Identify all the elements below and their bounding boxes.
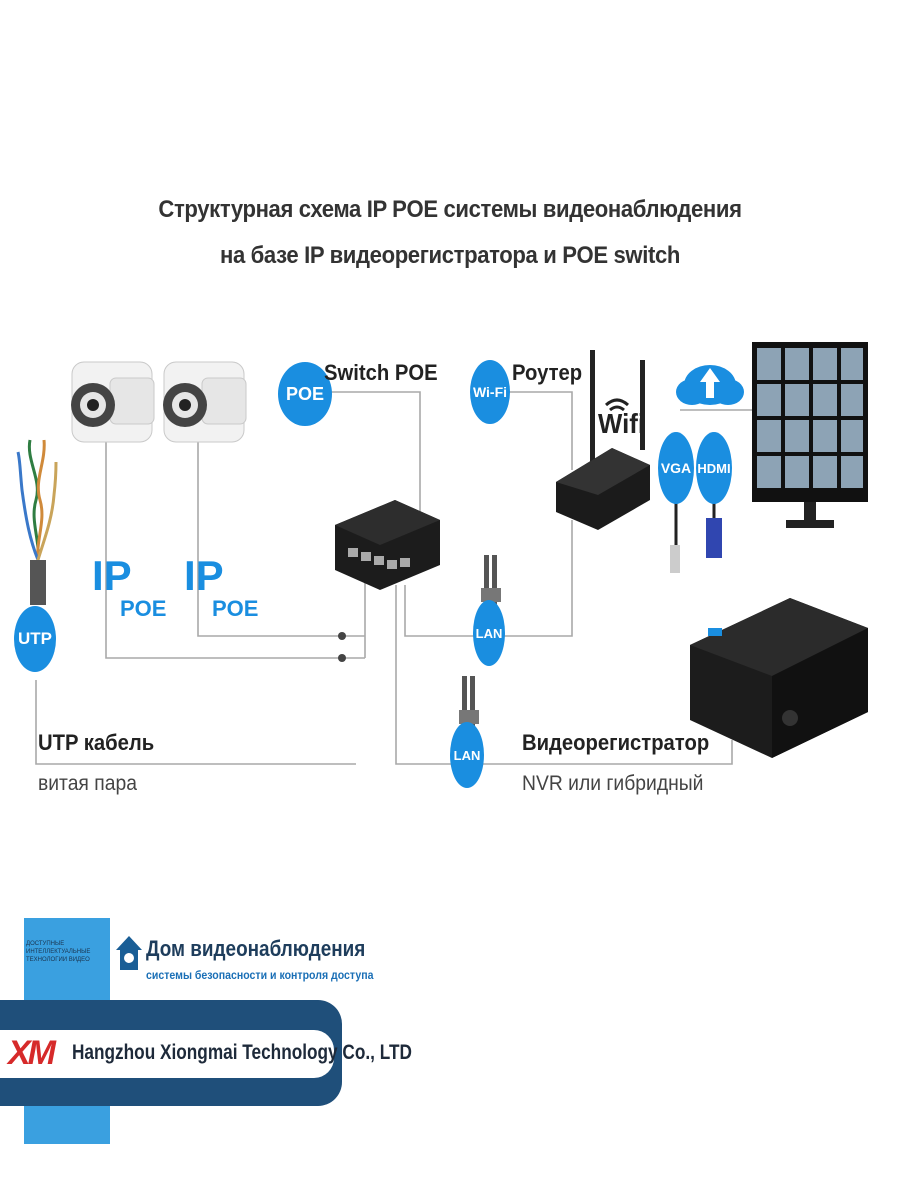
brand-dom-subtitle: системы безопасности и контроля доступа [146, 968, 374, 982]
diagram-title-line2: на базе IP видеорегистратора и POE switc… [220, 242, 680, 269]
lan-connector-1 [481, 555, 501, 605]
utp-subtitle: витая пара [38, 772, 137, 795]
ip-poe-sub-1: POE [120, 596, 167, 621]
brand-dom-title: Дом видеонаблюдения [146, 936, 366, 961]
wire-camera1 [105, 440, 365, 659]
brand-banner-inner [0, 1030, 334, 1078]
brand-small-text: ДОСТУПНЫЕ ИНТЕЛЛЕКТУАЛЬНЫЕ ТЕХНОЛОГИИ ВИ… [26, 941, 91, 963]
router-label: Роутер [512, 360, 583, 385]
camera-2-drawing [163, 361, 247, 443]
ip-label-2: IP [184, 552, 224, 599]
junction-dot [338, 654, 346, 662]
lan-connector-2 [459, 676, 479, 726]
xm-logo: XM [8, 1034, 56, 1072]
wifi-badge: Wi-Fi [470, 360, 510, 424]
switch-drawing [335, 500, 440, 590]
nvr-subtitle: NVR или гибридный [522, 772, 704, 795]
wire-utp [35, 680, 356, 765]
wire-lines [35, 391, 752, 765]
wire-poe-label [310, 391, 421, 520]
wifi-icon [604, 398, 630, 412]
wire-switch-nvr [395, 585, 733, 765]
monitor-drawing [752, 342, 868, 528]
utp-badge: UTP [14, 606, 56, 672]
camera-1-drawing [71, 361, 155, 443]
lan-badge-2: LAN [450, 722, 484, 788]
poe-badge: POE [278, 362, 332, 426]
cloud-upload-icon [676, 365, 744, 405]
utp-cable-drawing [16, 439, 58, 605]
lan-badge-1: LAN [473, 600, 505, 666]
wire-camera2 [197, 440, 365, 637]
utp-title: UTP кабель [38, 730, 155, 755]
brand-company-name: Hangzhou Xiongmai Technology Co., LTD [72, 1041, 412, 1064]
wifi-logo-text: Wifi [598, 408, 645, 439]
ip-poe-sub-2: POE [212, 596, 259, 621]
diagram-title-line1: Структурная схема IP POE системы видеона… [158, 196, 742, 223]
nvr-title: Видеорегистратор [522, 730, 710, 755]
switch-label: Switch POE [324, 360, 438, 385]
router-drawing [556, 350, 650, 530]
house-icon [116, 936, 142, 970]
hdmi-badge: HDMI [696, 432, 732, 504]
junction-dot [338, 632, 346, 640]
vga-badge: VGA [658, 432, 694, 504]
wire-wifi-label [505, 391, 573, 470]
nvr-drawing [690, 598, 868, 758]
ip-label-1: IP [92, 552, 132, 599]
